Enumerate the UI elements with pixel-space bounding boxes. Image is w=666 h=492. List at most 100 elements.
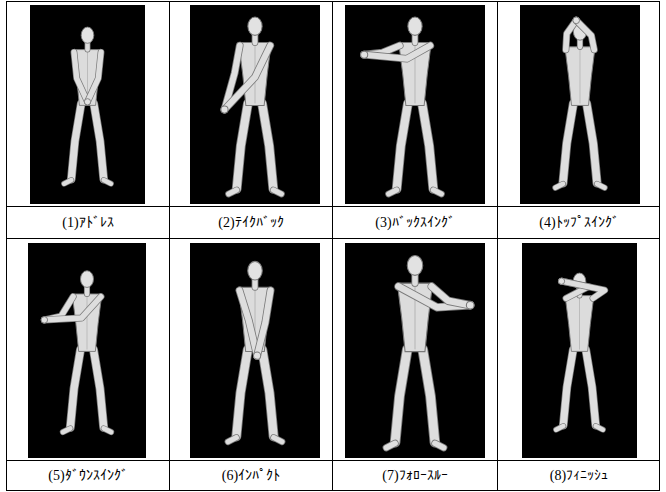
head — [407, 256, 422, 276]
head — [248, 261, 263, 280]
image-panel — [520, 5, 640, 204]
limb-outline — [64, 180, 71, 184]
limb — [364, 46, 430, 59]
hands — [41, 317, 47, 323]
limb — [596, 426, 603, 430]
table-rule — [169, 1, 170, 491]
limb-outline — [364, 46, 430, 59]
torso-seam — [580, 49, 581, 104]
limb — [597, 184, 605, 188]
caption-cell: (7)ﾌｫﾛｰｽﾙｰ — [333, 461, 497, 491]
limb — [432, 286, 471, 305]
limb — [566, 20, 576, 49]
mannequin — [41, 271, 111, 432]
limb — [104, 180, 111, 184]
caption-text: (7)ﾌｫﾛｰｽﾙｰ — [382, 468, 447, 484]
limb-outline — [576, 20, 594, 49]
limb — [386, 443, 395, 447]
caption-text: (1)ｱﾄﾞﾚｽ — [62, 215, 113, 231]
head — [81, 271, 94, 288]
limb-outline — [273, 190, 281, 194]
mannequin — [555, 17, 604, 188]
limb-outline — [389, 190, 397, 194]
limb-outline — [432, 286, 471, 305]
limb — [262, 349, 273, 436]
limb-outline — [397, 103, 408, 188]
image-panel — [345, 243, 485, 458]
torso — [73, 50, 102, 106]
torso — [565, 296, 594, 352]
limb-outline — [422, 103, 433, 188]
limb — [237, 103, 248, 188]
limb-outline — [395, 349, 407, 442]
hands — [573, 17, 580, 24]
limb — [576, 20, 594, 49]
limb-outline — [71, 104, 81, 180]
limb — [257, 290, 270, 355]
limb — [563, 104, 573, 183]
limb — [555, 184, 563, 188]
limb — [88, 52, 102, 102]
limb-outline — [274, 438, 282, 442]
limb — [556, 426, 563, 430]
limb-outline — [586, 350, 596, 426]
limb — [229, 190, 237, 194]
limb — [70, 350, 80, 428]
limb-outline — [563, 104, 573, 183]
limb — [587, 104, 597, 183]
caption-cell: (6)ｲﾝﾊﾟｸﾄ — [170, 461, 332, 491]
hands — [84, 99, 90, 105]
torso — [565, 47, 595, 106]
limb-outline — [104, 180, 111, 184]
hands — [558, 278, 564, 284]
limb — [104, 428, 111, 432]
limb — [397, 103, 408, 188]
caption-cell: (8)ﾌｨﾆｯｼｭ — [498, 461, 660, 491]
limb-outline — [386, 443, 395, 447]
limb — [273, 190, 281, 194]
head — [408, 17, 422, 35]
image-panel — [345, 5, 485, 204]
mannequin — [64, 27, 111, 184]
table-border — [7, 2, 660, 491]
limb-outline — [556, 426, 563, 430]
limb-outline — [93, 350, 103, 428]
torso-seam — [87, 296, 88, 350]
limb-outline — [262, 103, 273, 188]
hands — [361, 51, 368, 58]
limb-outline — [63, 428, 70, 432]
image-panel — [190, 5, 320, 204]
limb — [423, 349, 435, 442]
head — [248, 17, 262, 35]
limb — [71, 104, 81, 180]
caption-cell: (4)ﾄｯﾌﾟｽｲﾝｸﾞ — [498, 207, 660, 238]
limb — [435, 443, 444, 447]
limb-outline — [228, 438, 236, 442]
limb-outline — [239, 290, 257, 355]
limb — [398, 286, 470, 307]
limb-outline — [262, 349, 273, 436]
limb — [44, 297, 101, 320]
limb-outline — [562, 281, 605, 298]
limb — [236, 349, 247, 436]
limb — [93, 350, 103, 428]
limb — [239, 290, 257, 355]
limb-outline — [94, 104, 104, 180]
caption-text: (6)ｲﾝﾊﾟｸﾄ — [222, 468, 280, 484]
caption-cell: (3)ﾊﾞｯｸｽｲﾝｸﾞ — [333, 207, 497, 238]
limb-outline — [74, 52, 88, 102]
limb-outline — [237, 103, 248, 188]
limb — [262, 103, 273, 188]
limb-outline — [555, 184, 563, 188]
caption-cell: (5)ﾀﾞｳﾝｽｲﾝｸﾞ — [7, 461, 169, 491]
caption-cell: (1)ｱﾄﾞﾚｽ — [7, 207, 169, 238]
limb — [389, 190, 397, 194]
limb — [94, 104, 104, 180]
limb-outline — [225, 46, 271, 110]
caption-text: (5)ﾀﾞｳﾝｽｲﾝｸﾞ — [48, 468, 127, 484]
table-rule — [497, 1, 498, 491]
limb-outline — [435, 443, 444, 447]
limb-outline — [398, 286, 470, 307]
caption-text: (2)ﾃｲｸﾊﾞｯｸ — [218, 215, 283, 231]
limb — [225, 46, 271, 110]
